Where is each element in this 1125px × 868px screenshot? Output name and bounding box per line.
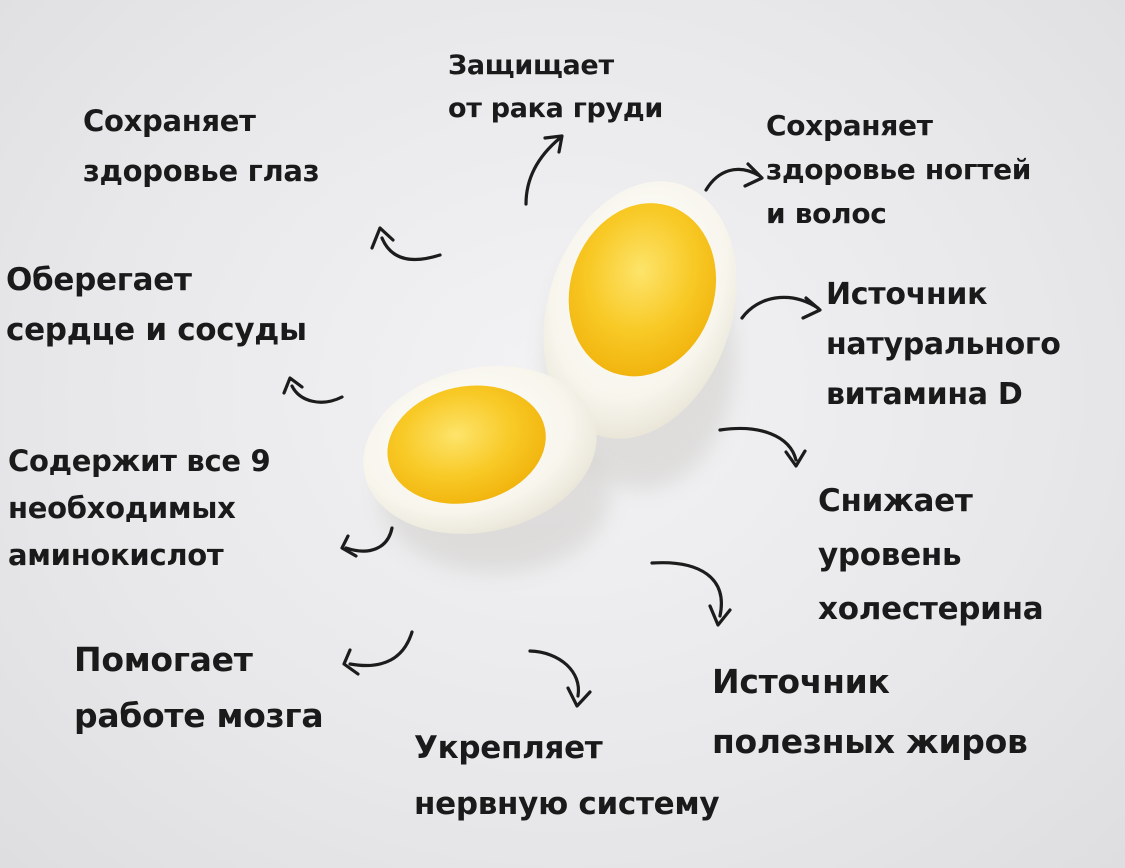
arrow-breast-cancer — [524, 134, 564, 206]
benefit-fats: Источник полезных жиров — [712, 662, 1028, 761]
benefit-amino: Содержит все 9 необходимых аминокислот — [8, 444, 271, 572]
benefit-eyes: Сохраняет здоровье глаз — [83, 104, 320, 188]
front-egg-yolk — [387, 385, 546, 504]
arrow-eyes — [370, 226, 442, 262]
benefit-brain: Помогает работе мозга — [74, 640, 324, 735]
arrow-heart — [282, 376, 344, 404]
front-egg-half — [363, 366, 597, 534]
arrow-nails-hair — [704, 162, 764, 192]
benefit-vitamin-d: Источник натурального витамина D — [826, 277, 1061, 412]
arrow-amino — [340, 526, 394, 558]
benefit-nails-hair: Сохраняет здоровье ногтей и волос — [766, 109, 1032, 230]
arrow-vitamin-d — [740, 295, 822, 320]
benefit-cholesterol: Снижает уровень холестерина — [818, 483, 1044, 627]
arrow-fats — [650, 561, 732, 627]
benefit-nerves: Укрепляет нервную систему — [414, 730, 720, 822]
benefit-heart: Оберегает сердце и сосуды — [6, 262, 307, 348]
back-egg-half — [543, 181, 737, 439]
back-egg-yolk — [568, 203, 717, 377]
arrow-nerves — [528, 649, 592, 708]
benefit-breast-cancer: Защищает от рака груди — [448, 50, 663, 124]
arrow-brain — [342, 630, 414, 676]
arrow-cholesterol — [718, 426, 807, 468]
